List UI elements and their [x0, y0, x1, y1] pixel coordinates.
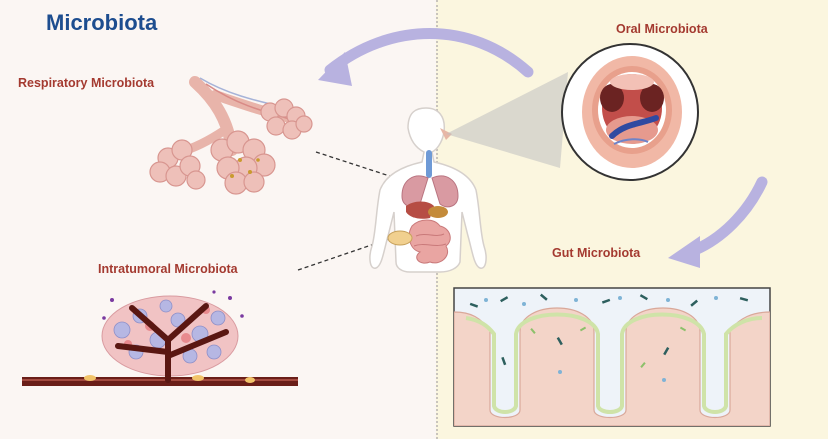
- lungs-alveoli-illustration: [149, 76, 313, 195]
- oral-microbiota-label: Oral Microbiota: [616, 22, 708, 36]
- oral-to-respiratory-arrow: [318, 28, 534, 86]
- respiratory-microbiota-label: Respiratory Microbiota: [18, 76, 155, 90]
- intratumoral-connector-line: [297, 237, 393, 271]
- gut-microbiota-label: Gut Microbiota: [552, 246, 641, 260]
- intratumoral-microbiota-label: Intratumoral Microbiota: [98, 262, 238, 276]
- tumor-illustration: [22, 290, 298, 386]
- oral-magnifier: [446, 43, 699, 181]
- figure-title: Microbiota: [46, 10, 158, 35]
- oral-to-gut-arrow: [668, 176, 768, 268]
- human-body-illustration: [369, 107, 487, 273]
- gut-villi-illustration: [453, 287, 771, 427]
